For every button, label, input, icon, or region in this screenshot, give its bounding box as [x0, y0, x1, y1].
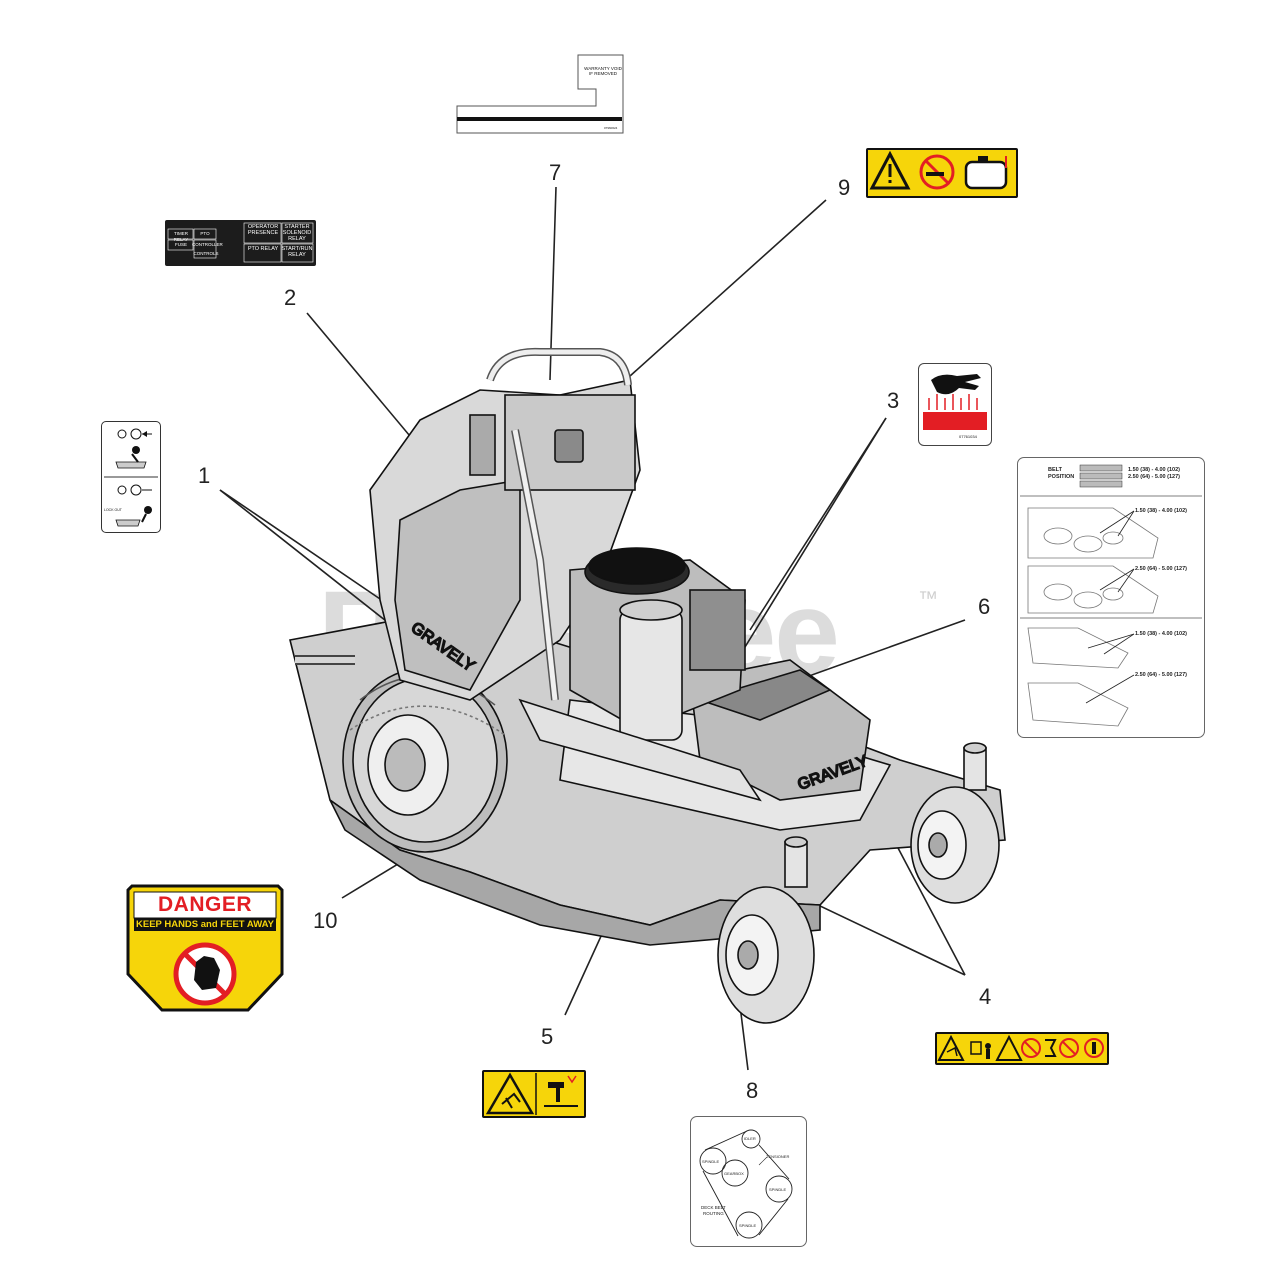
belt-pos2-legend: 2.50 (64) - 5.00 (127) [1128, 474, 1180, 480]
belt-title-1: BELT [1048, 467, 1062, 473]
warranty-line1: WARRANTY VOID [584, 66, 622, 71]
relay-pto: PTO [200, 231, 210, 236]
engine [569, 547, 746, 741]
routing-spindle-left: SPINDLE [702, 1159, 720, 1164]
warranty-part-no: 07960624 [604, 126, 618, 130]
warning-triangle-icon [485, 1072, 535, 1115]
mower-icon [115, 461, 147, 469]
routing-spindle-bottom: SPINDLE [739, 1223, 757, 1228]
belt-pos2-b: 2.50 (64) - 5.00 (127) [1135, 672, 1187, 678]
operator-decal: LOCK OUT [101, 421, 161, 533]
warranty-decal: WARRANTY VOID IF REMOVED 07960624 [456, 54, 624, 134]
callout-2: 2 [284, 285, 297, 310]
rear-wheel [342, 667, 508, 853]
belt-pos2-a: 2.50 (64) - 5.00 (127) [1135, 566, 1187, 572]
callout-1: 1 [198, 463, 211, 488]
key-icon [970, 1041, 982, 1055]
fuel-tank-icon [964, 160, 1008, 190]
danger-subheading: KEEP HANDS and FEET AWAY [136, 919, 274, 930]
belt-pos1-a: 1.50 (38) - 4.00 (102) [1135, 508, 1187, 514]
belt-routing-decal: IDLER TENSIONER SPINDLE GEARBOX SPINDLE … [690, 1116, 807, 1247]
hot-surface-decal: 07761034 [918, 363, 992, 446]
routing-spindle-right: SPINDLE [769, 1187, 787, 1192]
operator-label: LOCK OUT [104, 508, 122, 512]
caster-wheel-right [910, 742, 1000, 904]
relay-start-run: START/RUN RELAY [281, 246, 313, 258]
relay-timer: TIMER RELAY [173, 231, 189, 242]
relay-controller: CONTROLLER [192, 242, 223, 247]
callout-3: 3 [887, 388, 900, 413]
frame-rails [295, 429, 762, 802]
routing-caption-2: ROUTING [703, 1211, 724, 1216]
callout-10: 10 [313, 908, 338, 933]
relay-controls: CONTROLS [193, 251, 219, 256]
heat-icon [923, 412, 987, 430]
warning-triangle-icon [937, 1034, 965, 1061]
routing-tensioner: TENSIONER [766, 1154, 790, 1159]
multi-warning-decal [935, 1032, 1109, 1065]
relay-decal: TIMER RELAY PTO FUSE CONTROLLER CONTROLS… [165, 220, 316, 266]
relay-fuse: FUSE [174, 242, 187, 247]
routing-caption-1: DECK BELT [701, 1205, 726, 1210]
routing-gearbox: GEARBOX [724, 1171, 744, 1176]
belt-position-decal: BELT POSITION 1.50 (38) - 4.00 (102) 2.5… [1017, 457, 1205, 738]
watermark-tm: ™ [918, 588, 938, 610]
warranty-line2: IF REMOVED [588, 71, 617, 76]
hot-part-no: 07761034 [959, 434, 977, 439]
danger-decal: DANGER KEEP HANDS and FEET AWAY [126, 884, 284, 1012]
no-smoking-icon [919, 154, 955, 190]
warning-triangle-icon [869, 150, 911, 190]
callout-4: 4 [979, 984, 992, 1009]
callout-5: 5 [541, 1024, 554, 1049]
relay-operator-presence: OPERATOR PRESENCE [247, 224, 279, 236]
callout-9: 9 [838, 175, 851, 200]
belt-pos1-b: 1.50 (38) - 4.00 (102) [1135, 631, 1187, 637]
danger-heading: DANGER [157, 893, 252, 916]
belt-pos1-legend: 1.50 (38) - 4.00 (102) [1128, 467, 1180, 473]
caster-wheel-left [717, 836, 815, 1024]
relay-pto-relay: PTO RELAY [247, 246, 279, 252]
fuel-warning-decal [866, 148, 1018, 198]
deck-icon [548, 1082, 564, 1088]
relay-starter-solenoid: STARTER SOLENOID RELAY [282, 224, 312, 242]
routing-idler: IDLER [744, 1136, 756, 1141]
belt-title-2: POSITION [1048, 474, 1075, 480]
deck-warning-decal [482, 1070, 586, 1118]
callout-7: 7 [549, 160, 562, 185]
callout-8: 8 [746, 1078, 759, 1103]
callout-6: 6 [978, 594, 991, 619]
prohibited-icon [1021, 1038, 1041, 1058]
hand-icon [931, 374, 981, 395]
